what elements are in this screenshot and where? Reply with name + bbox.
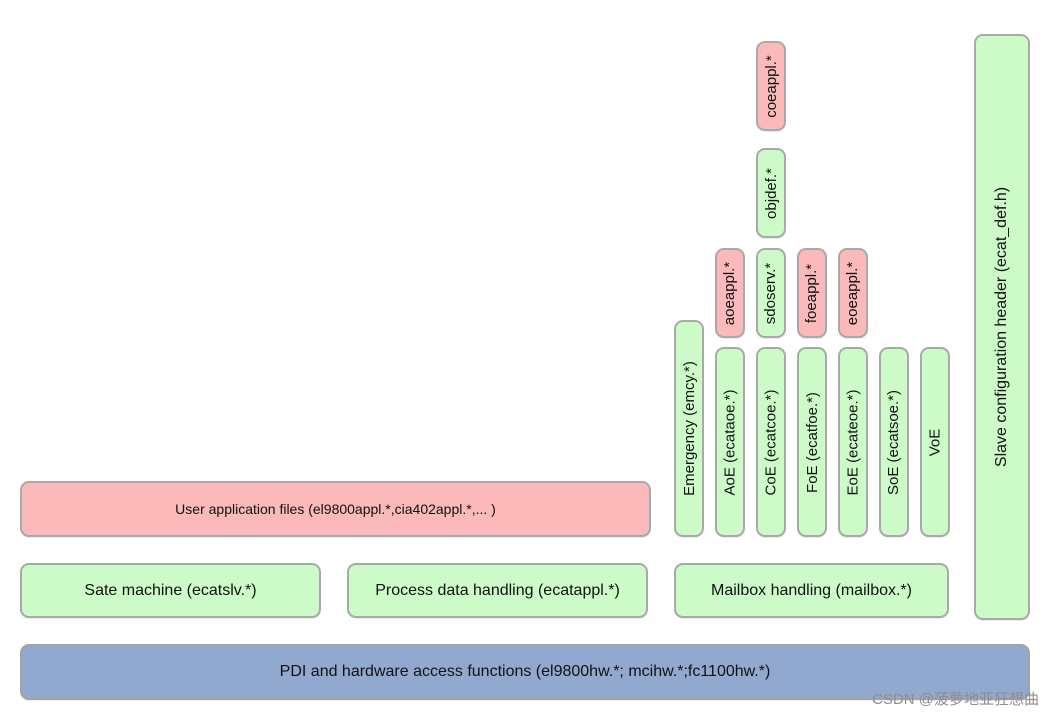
watermark: CSDN @菠萝地亚狂想曲 <box>872 691 1039 708</box>
foe-label: FoE (ecatfoe.*) <box>803 391 821 493</box>
eoeappl-label: eoeappl.* <box>844 261 862 325</box>
emergency-box: Emergency (emcy.*) <box>674 320 704 537</box>
emergency-label: Emergency (emcy.*) <box>680 361 698 496</box>
coe-label: CoE (ecatcoe.*) <box>762 389 780 495</box>
state-machine-box: Sate machine (ecatslv.*) <box>20 563 321 618</box>
coeappl-box: coeappl.* <box>756 41 786 131</box>
user-application-box: User application files (el9800appl.*,cia… <box>20 481 651 537</box>
soe-label: SoE (ecatsoe.*) <box>885 389 903 495</box>
mailbox-handling-box: Mailbox handling (mailbox.*) <box>674 563 949 618</box>
foeappl-box: foeappl.* <box>797 248 827 338</box>
eoeappl-box: eoeappl.* <box>838 248 868 338</box>
process-data-box: Process data handling (ecatappl.*) <box>347 563 648 618</box>
pdi-hardware-access-box: PDI and hardware access functions (el980… <box>20 644 1030 700</box>
aoe-box: AoE (ecataoe.*) <box>715 347 745 537</box>
eoe-label: EoE (ecateoe.*) <box>844 389 862 495</box>
voe-box: VoE <box>920 347 950 537</box>
foeappl-label: foeappl.* <box>803 263 821 323</box>
slave-config-header-label: Slave configuration header (ecat_def.h) <box>993 186 1010 468</box>
state-machine-label: Sate machine (ecatslv.*) <box>84 581 257 599</box>
coe-box: CoE (ecatcoe.*) <box>756 347 786 537</box>
pdi-hardware-access-label: PDI and hardware access functions (el980… <box>279 663 771 680</box>
sdoserv-label: sdoserv.* <box>762 262 780 324</box>
aoeappl-box: aoeappl.* <box>715 248 745 338</box>
eoe-box: EoE (ecateoe.*) <box>838 347 868 537</box>
foe-box: FoE (ecatfoe.*) <box>797 347 827 537</box>
objdef-box: objdef.* <box>756 148 786 238</box>
aoe-label: AoE (ecataoe.*) <box>721 389 739 495</box>
slave-config-header-box: Slave configuration header (ecat_def.h) <box>974 34 1030 620</box>
objdef-label: objdef.* <box>762 167 780 219</box>
aoeappl-label: aoeappl.* <box>721 261 739 325</box>
mailbox-handling-label: Mailbox handling (mailbox.*) <box>711 581 912 599</box>
voe-label: VoE <box>926 428 944 456</box>
sdoserv-box: sdoserv.* <box>756 248 786 338</box>
process-data-label: Process data handling (ecatappl.*) <box>375 581 620 599</box>
coeappl-label: coeappl.* <box>762 54 780 118</box>
user-application-label: User application files (el9800appl.*,cia… <box>175 501 496 517</box>
soe-box: SoE (ecatsoe.*) <box>879 347 909 537</box>
